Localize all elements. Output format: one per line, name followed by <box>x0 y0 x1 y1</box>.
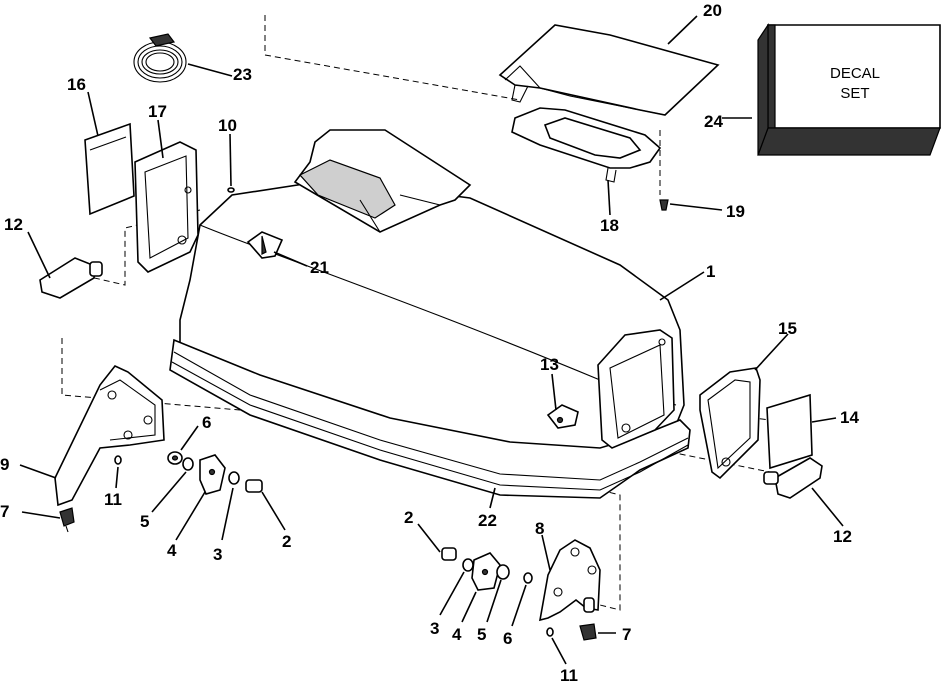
washer-part-3-left <box>228 471 240 485</box>
label-16: 16 <box>67 75 86 94</box>
washer-part-5-left <box>182 457 194 471</box>
label-8: 8 <box>535 519 544 538</box>
label-24: 24 <box>704 112 723 131</box>
latch-part-12-left <box>39 257 103 299</box>
decal-set-box-part-24: DECAL SET <box>757 23 941 156</box>
label-23: 23 <box>233 65 252 84</box>
label-1: 1 <box>706 262 715 281</box>
label-4-right: 4 <box>452 625 462 644</box>
label-7-left: 7 <box>0 502 9 521</box>
label-3-right: 3 <box>430 619 439 638</box>
label-20: 20 <box>703 1 722 20</box>
dashed-guide-lines <box>59 15 771 611</box>
bracket-part-9 <box>54 365 165 507</box>
label-6-left: 6 <box>202 413 211 432</box>
label-21: 21 <box>310 258 329 277</box>
label-2-left: 2 <box>282 532 291 551</box>
label-7-right: 7 <box>622 625 631 644</box>
motor-cover-part-1 <box>169 129 691 499</box>
label-2-right: 2 <box>404 508 413 527</box>
plate-part-4-left <box>199 454 226 495</box>
label-12-right: 12 <box>833 527 852 546</box>
washer-part-3-right <box>462 558 474 572</box>
clip-part-21 <box>246 231 284 259</box>
label-5-right: 5 <box>477 625 486 644</box>
screw-part-10 <box>227 187 235 193</box>
top-cover-part-20 <box>498 24 720 116</box>
label-17: 17 <box>148 102 167 121</box>
side-plate-part-17 <box>134 141 199 273</box>
cable-coil-part-23 <box>133 33 187 83</box>
label-11-left: 11 <box>104 490 122 509</box>
decal-box-line1: DECAL <box>830 65 880 82</box>
washer-part-5-right <box>496 564 510 580</box>
latch-part-12-right <box>763 457 823 499</box>
callout-labels: 20 23 24 16 17 10 12 21 18 19 1 15 13 14… <box>0 1 859 685</box>
gasket-part-14 <box>766 393 813 470</box>
label-19: 19 <box>726 202 745 221</box>
bracket-part-8 <box>538 539 601 622</box>
pin-part-11-left <box>114 455 122 465</box>
leader-lines <box>19 15 844 665</box>
washer-part-6-right <box>523 572 533 584</box>
pin-part-11-right <box>546 627 554 637</box>
label-13: 13 <box>540 355 559 374</box>
screw-part-19 <box>659 199 669 211</box>
side-plate-part-15 <box>699 367 761 480</box>
label-15: 15 <box>778 319 797 338</box>
bolt-part-2-right <box>441 547 457 561</box>
label-12-left: 12 <box>4 215 23 234</box>
label-3-left: 3 <box>213 545 222 564</box>
decal-box-line2: SET <box>840 85 869 102</box>
label-5-left: 5 <box>140 512 149 531</box>
clip-part-13 <box>546 404 579 429</box>
bolt-part-7-right <box>579 623 597 641</box>
bolt-part-2-left <box>245 479 263 493</box>
label-4-left: 4 <box>167 541 177 560</box>
label-18: 18 <box>600 216 619 235</box>
plate-part-4-right <box>471 552 501 591</box>
gasket-part-16 <box>84 122 135 216</box>
label-11-right: 11 <box>560 666 578 685</box>
frame-part-18 <box>511 107 662 183</box>
washer-part-6-left <box>167 451 183 465</box>
label-6-right: 6 <box>503 629 512 648</box>
label-14: 14 <box>840 408 859 427</box>
label-9: 9 <box>0 455 9 474</box>
label-10: 10 <box>218 116 237 135</box>
label-22: 22 <box>478 511 497 530</box>
bolt-part-7-left <box>59 507 75 533</box>
